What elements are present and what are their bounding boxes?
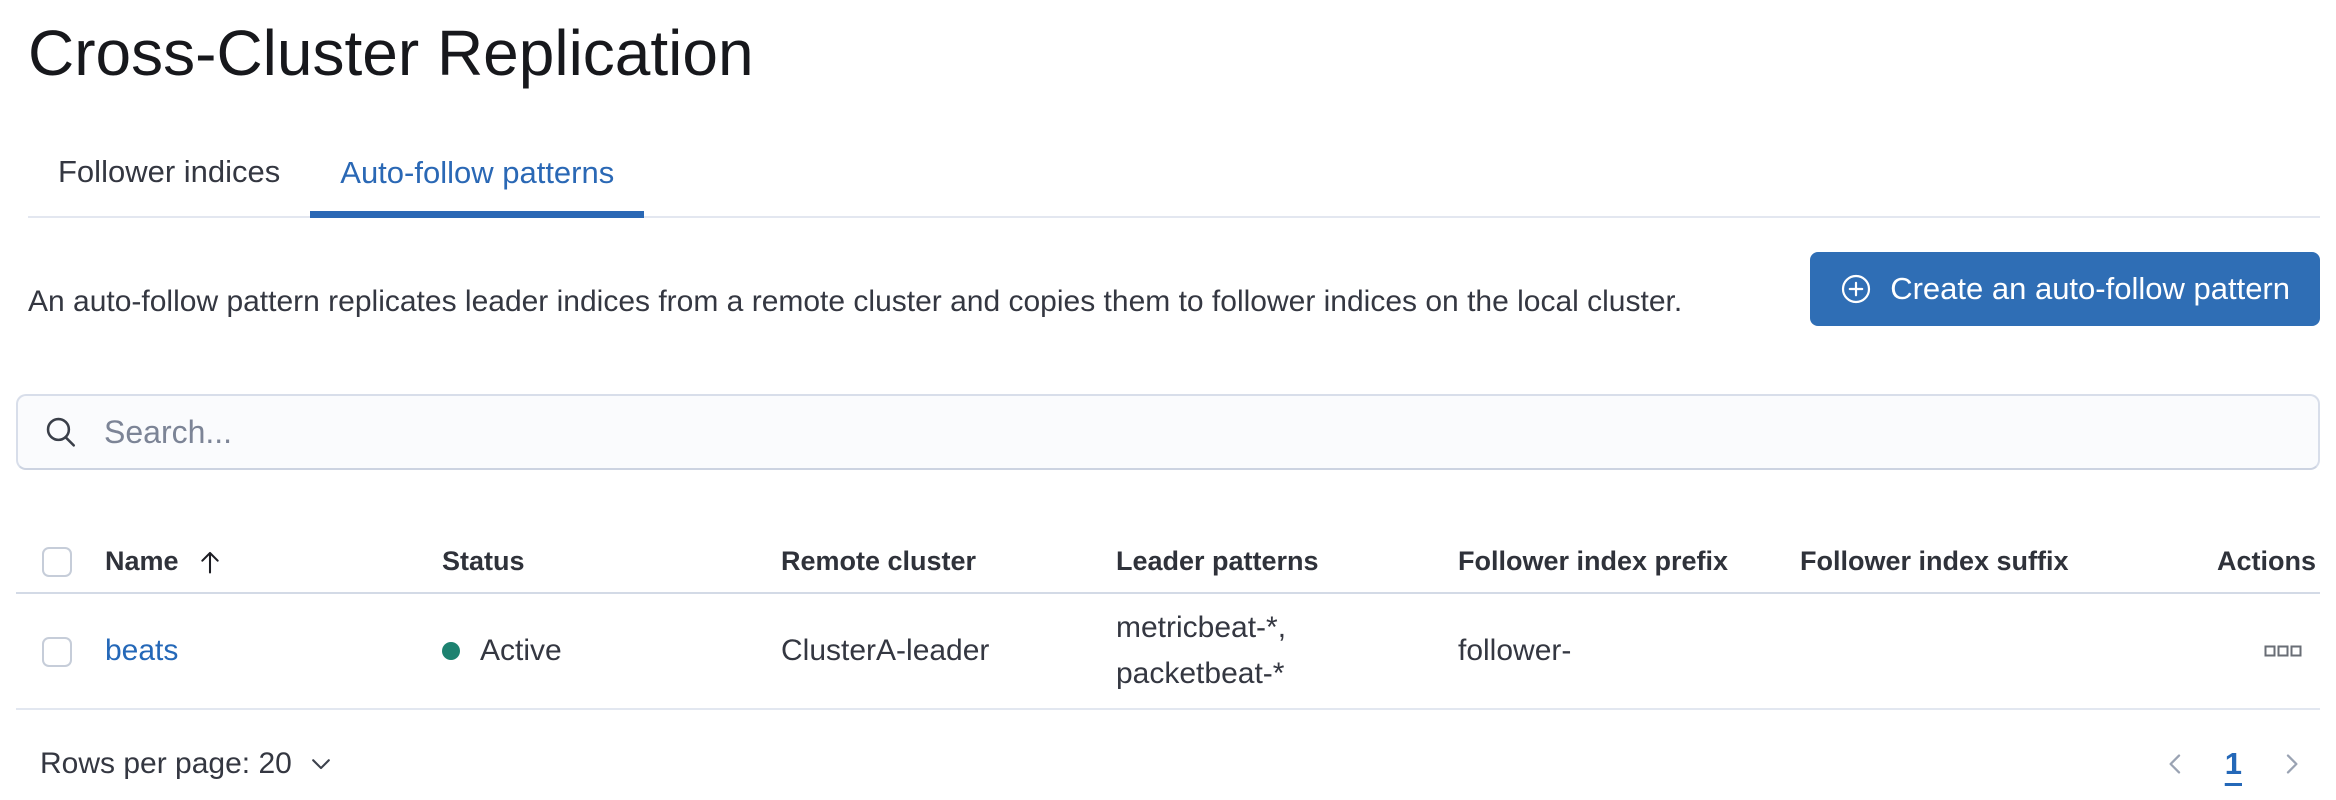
column-header-name[interactable]: Name (90, 545, 442, 577)
search-input[interactable] (102, 412, 2302, 452)
status-active-dot-icon (442, 642, 460, 660)
table-footer: Rows per page: 20 1 (16, 736, 2320, 792)
page-description: An auto-follow pattern replicates leader… (28, 285, 1683, 318)
column-header-remote-cluster: Remote cluster (781, 545, 977, 576)
chevron-down-icon (308, 751, 334, 777)
tab-follower-indices[interactable]: Follower indices (28, 154, 310, 216)
select-row-checkbox[interactable] (42, 637, 72, 668)
create-auto-follow-pattern-button[interactable]: Create an auto-follow pattern (1810, 252, 2320, 326)
table-header-row: Name Status Remote cluster Leader patter… (16, 530, 2320, 594)
pattern-name-link[interactable]: beats (105, 634, 179, 667)
boxes-horizontal-icon (2264, 645, 2302, 658)
column-header-follower-index-prefix: Follower index prefix (1458, 545, 1729, 576)
rows-per-page-button[interactable]: Rows per page: 20 (40, 747, 334, 781)
column-header-leader-patterns: Leader patterns (1116, 545, 1319, 576)
next-page-button[interactable] (2272, 750, 2312, 778)
intro-section: An auto-follow pattern replicates leader… (16, 248, 2320, 356)
status-label: Active (480, 634, 562, 667)
leader-patterns-value: metricbeat-*, packetbeat-* (1116, 611, 1287, 690)
column-header-actions: Actions (2216, 545, 2316, 576)
tab-auto-follow-patterns[interactable]: Auto-follow patterns (310, 155, 645, 218)
remote-cluster-value: ClusterA-leader (781, 634, 990, 667)
auto-follow-patterns-table: Name Status Remote cluster Leader patter… (16, 530, 2320, 710)
rows-per-page-label: Rows per page: 20 (40, 747, 292, 780)
row-actions-button[interactable] (2250, 645, 2316, 658)
select-all-checkbox[interactable] (42, 546, 72, 577)
create-button-label: Create an auto-follow pattern (1890, 271, 2290, 306)
table-row: beats Active ClusterA-leader metricbeat-… (16, 594, 2320, 710)
plus-in-circle-icon (1840, 273, 1872, 305)
page-number-1[interactable]: 1 (2224, 746, 2242, 781)
tab-bar: Follower indices Auto-follow patterns (28, 154, 2320, 218)
search-icon (44, 415, 78, 449)
search-bar (16, 394, 2320, 470)
column-header-follower-index-suffix: Follower index suffix (1800, 545, 2069, 576)
chevron-left-icon (2161, 750, 2189, 778)
page-title: Cross-Cluster Replication (28, 17, 754, 89)
follower-index-prefix-value: follower- (1458, 634, 1572, 667)
column-header-status: Status (442, 545, 525, 576)
sort-ascending-arrow-icon (195, 547, 225, 577)
previous-page-button[interactable] (2155, 750, 2195, 778)
pagination: 1 (2155, 746, 2312, 782)
chevron-right-icon (2278, 750, 2306, 778)
